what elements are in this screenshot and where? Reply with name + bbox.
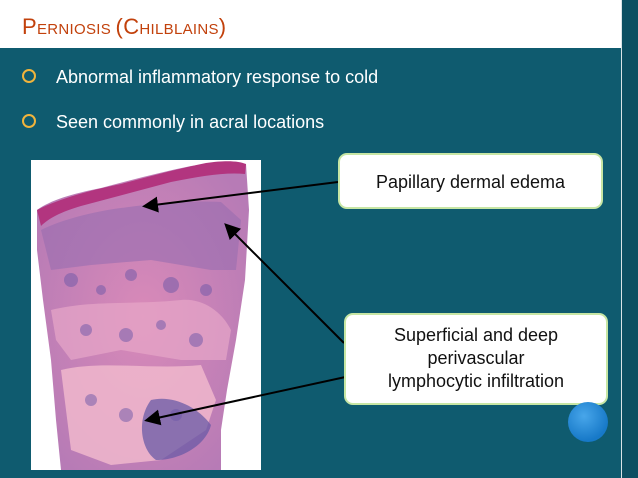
bullet-text: Seen commonly in acral locations	[56, 112, 325, 132]
title-cap-p: P	[22, 14, 37, 39]
title-bar	[0, 0, 621, 48]
title-rest-2: HILBLAINS	[139, 21, 219, 38]
arrow-papillary-edema	[142, 181, 339, 213]
title-paren-open: (	[115, 14, 124, 39]
bullet-ring-icon	[22, 114, 36, 129]
callout-line: Superficial and deep	[393, 325, 559, 345]
blue-circle-decoration	[568, 402, 608, 442]
bullet-item: Seen commonly in acral locations	[22, 112, 324, 133]
callout-text: Papillary dermal edema	[375, 172, 566, 192]
callout-line: perivascular	[427, 348, 525, 368]
bullet-text: Abnormal inflammatory response to cold	[56, 67, 379, 87]
title-cap-c: C	[123, 14, 140, 39]
title-paren-close: )	[218, 14, 227, 39]
bullet-item: Abnormal inflammatory response to cold	[22, 67, 378, 88]
callout-lymphocytic-infiltration: Superficial and deep perivascular lympho…	[344, 313, 608, 405]
right-divider-line	[621, 0, 622, 478]
arrow-superficial-infiltrate	[224, 223, 345, 344]
arrow-deep-infiltrate	[144, 375, 351, 426]
bullet-ring-icon	[22, 69, 36, 84]
title-rest-1: ERNIOSIS	[36, 21, 116, 38]
callout-papillary-edema: Papillary dermal edema	[338, 153, 603, 209]
slide-title: PERNIOSIS (CHILBLAINS)	[22, 14, 226, 40]
title-underline	[0, 48, 621, 56]
callout-line: lymphocytic infiltration	[387, 371, 565, 391]
